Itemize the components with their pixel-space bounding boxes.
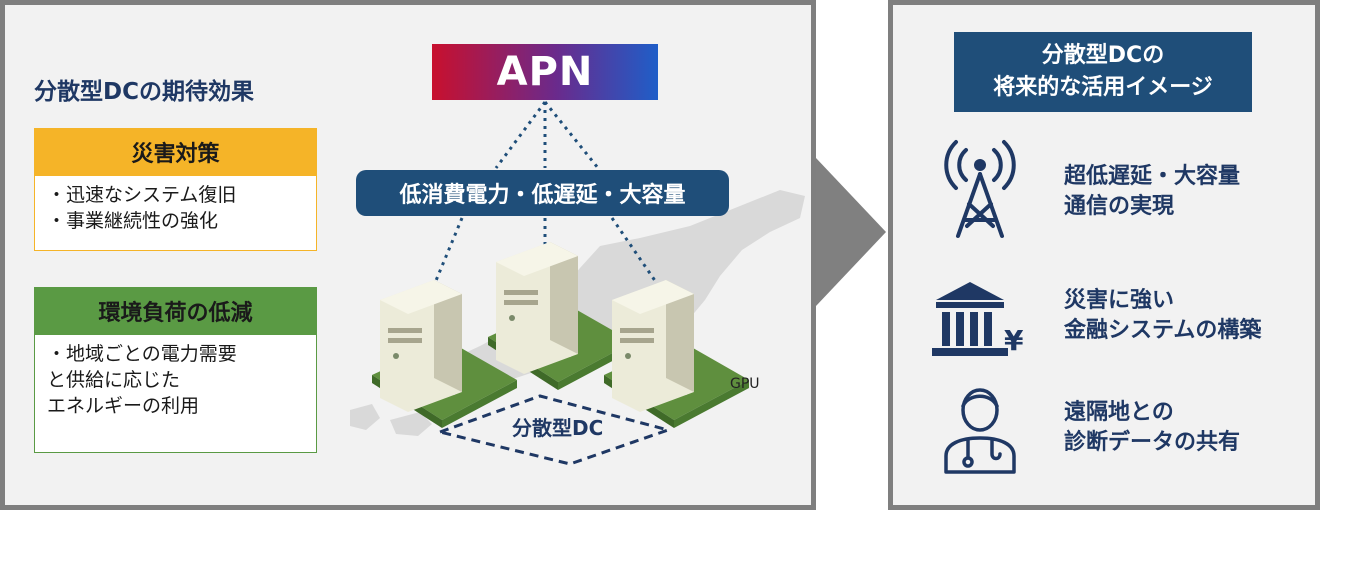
environment-card: 環境負荷の低減 ・地域ごとの電力需要 と供給に応じた エネルギーの利用 [34,287,317,453]
future-item-line: 通信の実現 [1064,194,1175,219]
server-unit-right [604,280,749,428]
future-item-communication: 超低遅延・大容量 通信の実現 [1064,162,1240,222]
gpu-label: GPU [730,376,760,392]
disaster-line: ・迅速なシステム復旧 [47,184,237,206]
expected-effects-heading: 分散型DCの期待効果 [34,79,254,105]
doctor-icon [944,388,1016,474]
dc-network-diagram [350,101,805,466]
future-title-line: 分散型DCの [1041,43,1165,68]
apn-badge: APN [432,44,658,100]
server-unit-left [372,280,517,428]
future-item-line: 金融システムの構築 [1064,318,1262,343]
environment-line: と供給に応じた [47,369,181,391]
future-use-title: 分散型DCの 将来的な活用イメージ [954,32,1252,112]
future-item-line: 遠隔地との [1064,400,1174,425]
environment-title: 環境負荷の低減 [34,287,317,335]
chevron-arrow-icon [816,158,886,306]
antenna-tower-icon [944,140,1016,238]
disaster-card: 災害対策 ・迅速なシステム復旧 ・事業継続性の強化 [34,128,317,251]
environment-line: エネルギーの利用 [47,395,200,417]
disaster-line: ・事業継続性の強化 [47,210,219,232]
future-item-line: 災害に強い [1064,288,1175,313]
svg-text:¥: ¥ [1004,324,1024,357]
future-item-medical: 遠隔地との 診断データの共有 [1064,398,1240,458]
future-item-line: 超低遅延・大容量 [1064,164,1241,189]
environment-line: ・地域ごとの電力需要 [47,343,237,365]
japan-map [380,190,805,402]
disaster-body: ・迅速なシステム復旧 ・事業継続性の強化 [34,176,317,251]
future-item-line: 診断データの共有 [1064,430,1241,455]
future-item-finance: 災害に強い 金融システムの構築 [1064,286,1261,346]
future-title-line: 将来的な活用イメージ [993,75,1213,100]
distributed-dc-label: 分散型DC [512,416,604,440]
features-pill: 低消費電力・低遅延・大容量 [356,170,729,216]
server-unit-center [488,242,633,390]
disaster-title: 災害対策 [34,128,317,176]
bank-yen-icon: ¥ [932,282,1024,357]
environment-body: ・地域ごとの電力需要 と供給に応じた エネルギーの利用 [34,335,317,453]
